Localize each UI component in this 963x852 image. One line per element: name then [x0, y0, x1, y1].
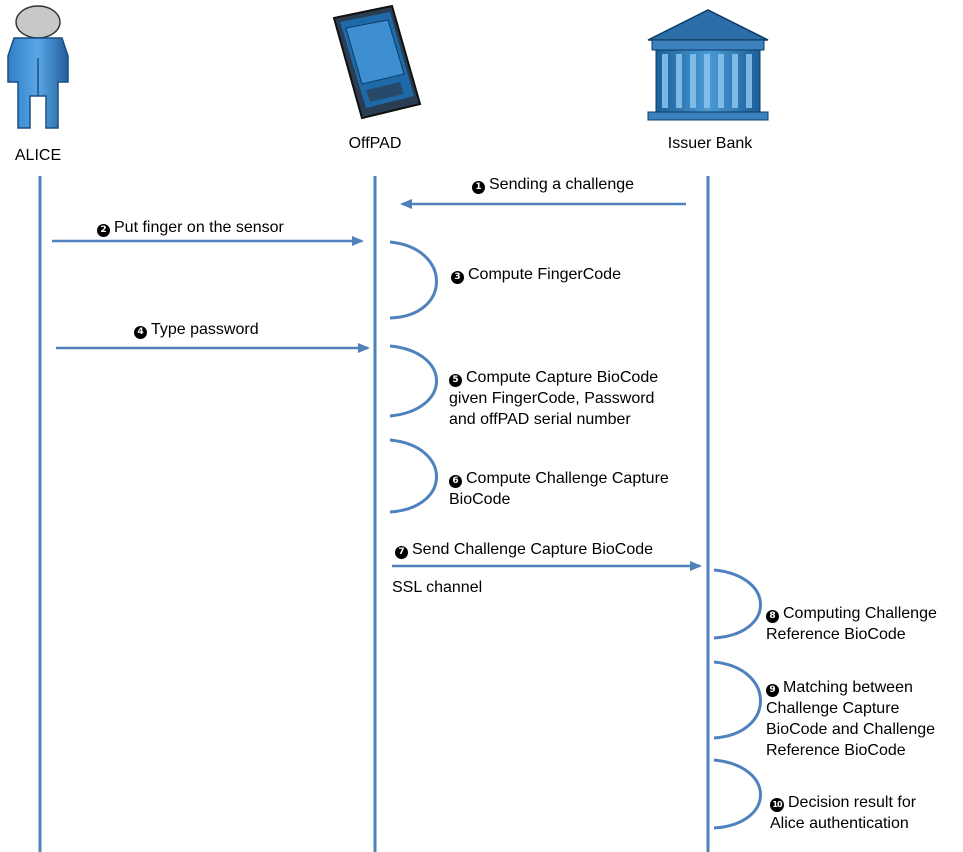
step-text: Compute Capture BioCode given FingerCode…: [449, 369, 659, 428]
ssl-channel-label: SSL channel: [392, 579, 483, 596]
step-number-badge: 3: [451, 271, 464, 284]
self-process-arc-5: [389, 344, 438, 418]
bank-building-icon: [647, 9, 769, 121]
step-2-label: 2 Put finger on the sensor: [97, 217, 284, 238]
step-text: Send Challenge Capture BioCode: [412, 541, 654, 558]
person-icon: [7, 5, 69, 129]
actor-name-bank: Issuer Bank: [667, 135, 753, 152]
step-number-badge: 4: [134, 326, 147, 339]
self-process-arc-3: [389, 240, 438, 320]
step-number-badge: 2: [97, 224, 110, 237]
self-process-arc-6: [389, 438, 438, 514]
step-number-badge: 1: [472, 181, 485, 194]
step-number-badge: 10: [770, 797, 784, 812]
step-number-badge: 6: [449, 475, 462, 488]
actor-name-offpad: OffPAD: [348, 135, 402, 152]
step-7-label: 7 Send Challenge Capture BioCode: [395, 539, 653, 560]
step-4-label: 4 Type password: [134, 319, 259, 340]
step-number-badge: 9: [766, 684, 779, 697]
step-number-badge: 5: [449, 374, 462, 387]
step-text: Type password: [151, 321, 259, 338]
step-3-label: 3 Compute FingerCode: [451, 264, 621, 285]
step-text: Put finger on the sensor: [114, 219, 284, 236]
self-process-arc-9: [713, 660, 762, 740]
step-text: Computing Challenge Reference BioCode: [766, 605, 937, 643]
step-number-badge: 7: [395, 546, 408, 559]
step-number-badge: 8: [766, 610, 779, 623]
step-text: Decision result for Alice authentication: [770, 794, 917, 832]
step-1-label: 1 Sending a challenge: [472, 174, 634, 195]
step-text: Matching between Challenge Capture BioCo…: [766, 679, 936, 759]
pda-device-icon: [332, 4, 422, 120]
self-process-arc-8: [713, 568, 762, 640]
step-text: Sending a challenge: [489, 176, 635, 193]
self-process-arc-10: [713, 758, 762, 830]
step-text: Compute FingerCode: [468, 266, 621, 283]
step-text: Compute Challenge Capture BioCode: [449, 470, 669, 508]
actor-name-alice: ALICE: [14, 147, 62, 164]
